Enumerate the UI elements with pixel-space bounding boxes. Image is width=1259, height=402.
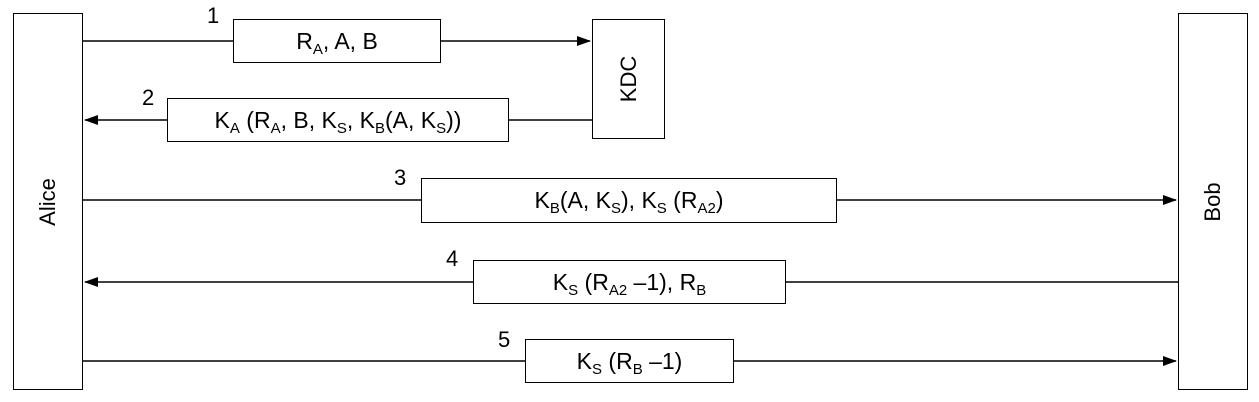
message-text: K <box>552 268 569 295</box>
kdc-label: KDC <box>615 55 641 103</box>
message-text: , K <box>346 106 375 133</box>
message-subscript: B <box>549 200 560 217</box>
message-text: (A, K <box>384 106 437 133</box>
message-1-box: RA, A, B <box>233 19 441 63</box>
alice-box: Alice <box>13 13 83 390</box>
message-text: , A, B <box>322 27 378 54</box>
message-subscript: A <box>312 40 323 58</box>
message-text: )) <box>446 106 462 133</box>
message-subscript: S <box>568 281 579 299</box>
message-subscript: A2 <box>608 281 628 299</box>
message-text: (R <box>602 347 633 374</box>
message-subscript: B <box>632 360 643 378</box>
bob-box: Bob <box>1178 13 1248 390</box>
kdc-box: KDC <box>592 19 665 139</box>
message-subscript: A <box>270 119 281 137</box>
message-5-label: KS (RB –1) <box>576 347 683 378</box>
step-number-5: 5 <box>498 327 511 352</box>
message-2-box: KA (RA, B, KS, KB(A, KS)) <box>167 98 509 142</box>
message-subscript: A2 <box>697 200 716 217</box>
message-5-box: KS (RB –1) <box>525 339 734 383</box>
message-subscript: S <box>336 119 347 137</box>
message-text: ), K <box>621 187 657 213</box>
message-subscript: A <box>229 119 240 137</box>
step-number-3: 3 <box>394 165 407 190</box>
message-text: R <box>296 27 313 54</box>
bob-label: Bob <box>1200 181 1225 222</box>
message-subscript: S <box>610 200 621 217</box>
message-4-label: KS (RA2 –1), RB <box>552 268 707 299</box>
message-text: (R <box>239 106 271 133</box>
message-text: K <box>214 106 230 133</box>
message-1-label: RA, A, B <box>296 27 378 58</box>
message-text: –1) <box>642 347 683 374</box>
message-subscript: S <box>436 119 447 137</box>
message-text: ) <box>715 187 724 213</box>
step-number-1: 1 <box>207 3 220 28</box>
message-text: (R <box>666 187 698 213</box>
step-number-4: 4 <box>446 246 459 271</box>
message-4-box: KS (RA2 –1), RB <box>473 260 786 304</box>
step-number-2: 2 <box>142 85 155 110</box>
alice-label: Alice <box>35 177 60 226</box>
message-text: K <box>576 347 592 374</box>
message-text: (A, K <box>559 187 611 213</box>
message-2-label: KA (RA, B, KS, KB(A, KS)) <box>214 106 462 137</box>
message-text: (R <box>578 268 609 295</box>
message-subscript: S <box>656 200 667 217</box>
message-subscript: B <box>696 281 707 299</box>
message-3-label: KB(A, KS), KS (RA2) <box>534 187 724 217</box>
message-3-box: KB(A, KS), KS (RA2) <box>421 178 837 223</box>
message-text: K <box>534 187 550 213</box>
message-text: –1), R <box>627 268 697 295</box>
message-text: , B, K <box>280 106 337 133</box>
message-subscript: B <box>374 119 385 137</box>
message-subscript: S <box>592 360 603 378</box>
